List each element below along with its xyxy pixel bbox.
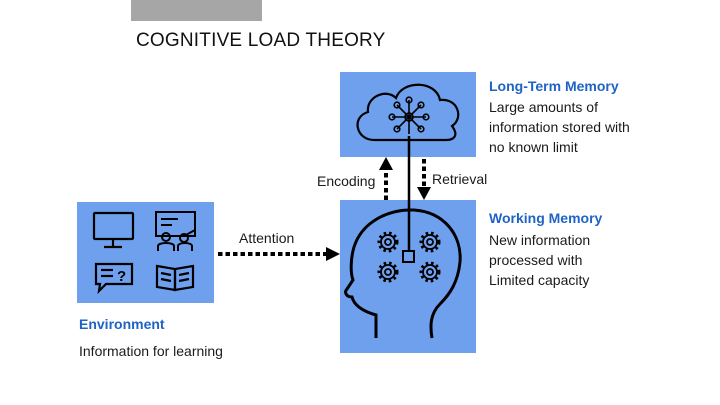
environment-box (77, 202, 214, 303)
working-memory-heading: Working Memory (489, 210, 603, 226)
encoding-label: Encoding (317, 173, 376, 189)
slide-title: COGNITIVE LOAD THEORY (136, 30, 386, 51)
retrieval-label: Retrieval (432, 171, 488, 187)
encoding-arrowhead (379, 157, 393, 170)
attention-label: Attention (239, 230, 295, 246)
working-memory-line-1: New information (489, 232, 591, 248)
environment-description: Information for learning (79, 343, 223, 359)
environment-heading: Environment (79, 316, 165, 332)
long-term-memory-line-3: no known limit (489, 139, 578, 155)
working-memory-line-3: Limited capacity (489, 272, 590, 288)
long-term-memory-box (340, 72, 476, 157)
long-term-memory-line-2: information stored with (489, 119, 630, 135)
retrieval-arrowhead (417, 187, 431, 200)
long-term-memory-line-1: Large amounts of (489, 99, 598, 115)
top-accent-bar (131, 0, 262, 21)
working-memory-box (340, 200, 476, 353)
attention-arrowhead (326, 247, 340, 261)
working-memory-line-2: processed with (489, 252, 583, 268)
long-term-memory-heading: Long-Term Memory (489, 78, 619, 94)
